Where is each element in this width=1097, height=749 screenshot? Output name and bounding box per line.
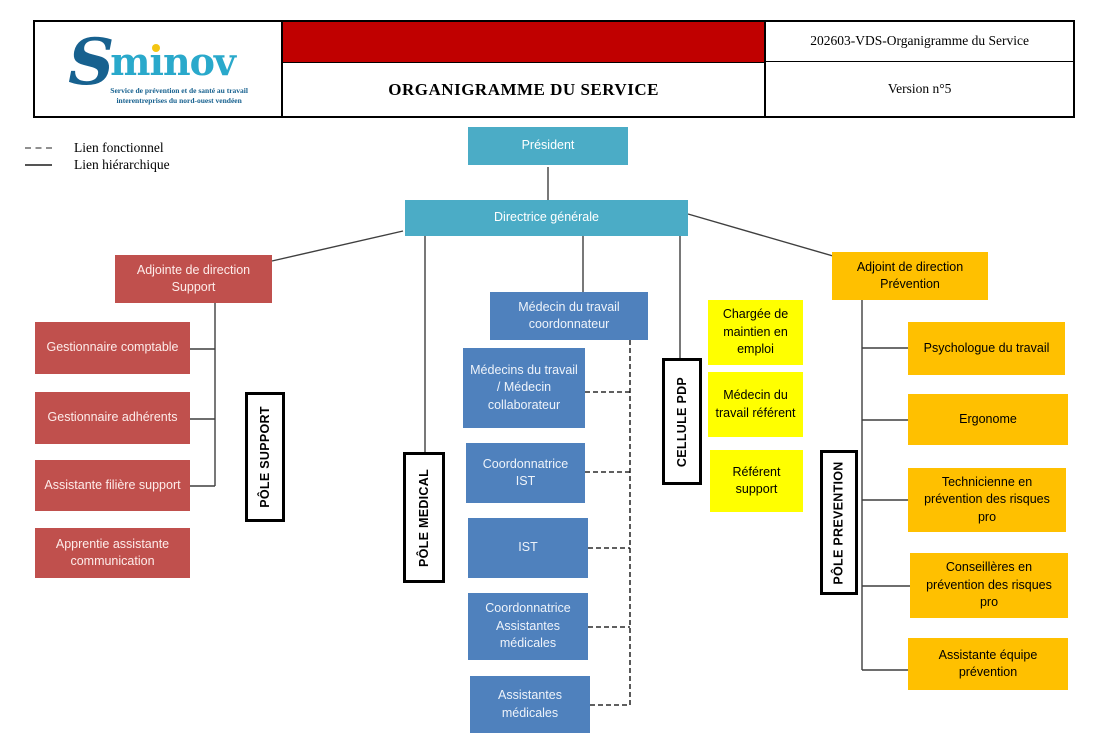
cellule-pdp-box: CELLULE PDP — [662, 358, 702, 485]
node-chargee-maintien-emploi: Chargée de maintien en emploi — [708, 300, 803, 365]
node-gestionnaire-comptable: Gestionnaire comptable — [35, 322, 190, 374]
legend: Lien fonctionnel Lien hiérarchique — [25, 139, 170, 173]
dashed-line-sample — [25, 146, 52, 149]
legend-hierarchical: Lien hiérarchique — [25, 156, 170, 173]
header-red-band — [283, 22, 765, 63]
logo-tagline: Service de prévention et de santé au tra… — [110, 85, 248, 105]
legend-functional: Lien fonctionnel — [25, 139, 170, 156]
pole-medical-box: PÔLE MEDICAL — [403, 452, 445, 583]
node-medecin-travail-referent: Médecin du travail référent — [708, 372, 803, 437]
node-medecin-travail-coordonnateur: Médecin du travail coordonnateur — [490, 292, 648, 340]
node-assistante-filiere-support: Assistante filière support — [35, 460, 190, 511]
pole-medical-label: PÔLE MEDICAL — [417, 468, 432, 567]
node-referent-support: Référent support — [710, 450, 803, 512]
document-version: Version n°5 — [887, 81, 952, 96]
node-ist: IST — [468, 518, 588, 578]
document-title: ORGANIGRAMME DU SERVICE — [388, 79, 659, 99]
meta-cell: 202603-VDS-Organigramme du Service Versi… — [766, 22, 1073, 116]
document-reference: 202603-VDS-Organigramme du Service — [766, 22, 1073, 62]
node-ergonome: Ergonome — [908, 394, 1068, 445]
node-psychologue-travail: Psychologue du travail — [908, 322, 1065, 375]
pole-prevention-box: PÔLE PREVENTION — [820, 450, 858, 595]
legend-functional-label: Lien fonctionnel — [74, 139, 164, 155]
legend-hierarchical-label: Lien hiérarchique — [74, 156, 170, 172]
node-adjointe-direction-support: Adjointe de direction Support — [115, 255, 272, 303]
node-apprentie-assistante-communication: Apprentie assistante communication — [35, 528, 190, 578]
node-technicienne-prevention: Technicienne en prévention des risques p… — [908, 468, 1066, 532]
node-directrice-generale: Directrice générale — [405, 200, 688, 236]
pole-prevention-label: PÔLE PREVENTION — [832, 460, 846, 585]
node-assistante-equipe-prevention: Assistante équipe prévention — [908, 638, 1068, 690]
node-gestionnaire-adherents: Gestionnaire adhérents — [35, 392, 190, 444]
pole-support-box: PÔLE SUPPORT — [245, 392, 285, 522]
node-medecins-du-travail: Médecins du travail / Médecin collaborat… — [463, 348, 585, 428]
node-conseilleres-prevention: Conseillères en prévention des risques p… — [910, 553, 1068, 618]
pole-support-label: PÔLE SUPPORT — [258, 406, 272, 508]
logo-i-dot-icon — [152, 43, 161, 52]
solid-line-sample — [25, 163, 52, 166]
node-adjoint-direction-prevention: Adjoint de direction Prévention — [832, 252, 988, 300]
node-coordonnatrice-assistantes-medicales: Coordonnatrice Assistantes médicales — [468, 593, 588, 660]
logo-letter-s: S — [68, 24, 115, 100]
title-cell: ORGANIGRAMME DU SERVICE — [283, 22, 767, 116]
node-president: Président — [468, 127, 628, 165]
node-coordonnatrice-ist: Coordonnatrice IST — [466, 443, 585, 503]
node-assistantes-medicales: Assistantes médicales — [470, 676, 590, 733]
cellule-pdp-label: CELLULE PDP — [675, 376, 689, 467]
